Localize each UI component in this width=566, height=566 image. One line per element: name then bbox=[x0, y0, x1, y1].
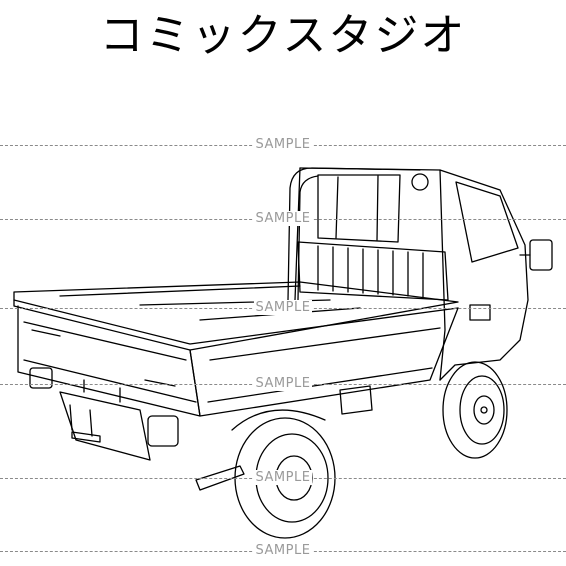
watermark-label: SAMPLE bbox=[253, 211, 313, 226]
watermark-label: SAMPLE bbox=[253, 137, 313, 152]
watermark-label: SAMPLE bbox=[253, 470, 313, 485]
watermark-label: SAMPLE bbox=[253, 300, 313, 315]
watermark-label: SAMPLE bbox=[253, 376, 313, 391]
page-title: コミックスタジオ bbox=[99, 10, 467, 61]
watermark-label: SAMPLE bbox=[253, 543, 313, 558]
